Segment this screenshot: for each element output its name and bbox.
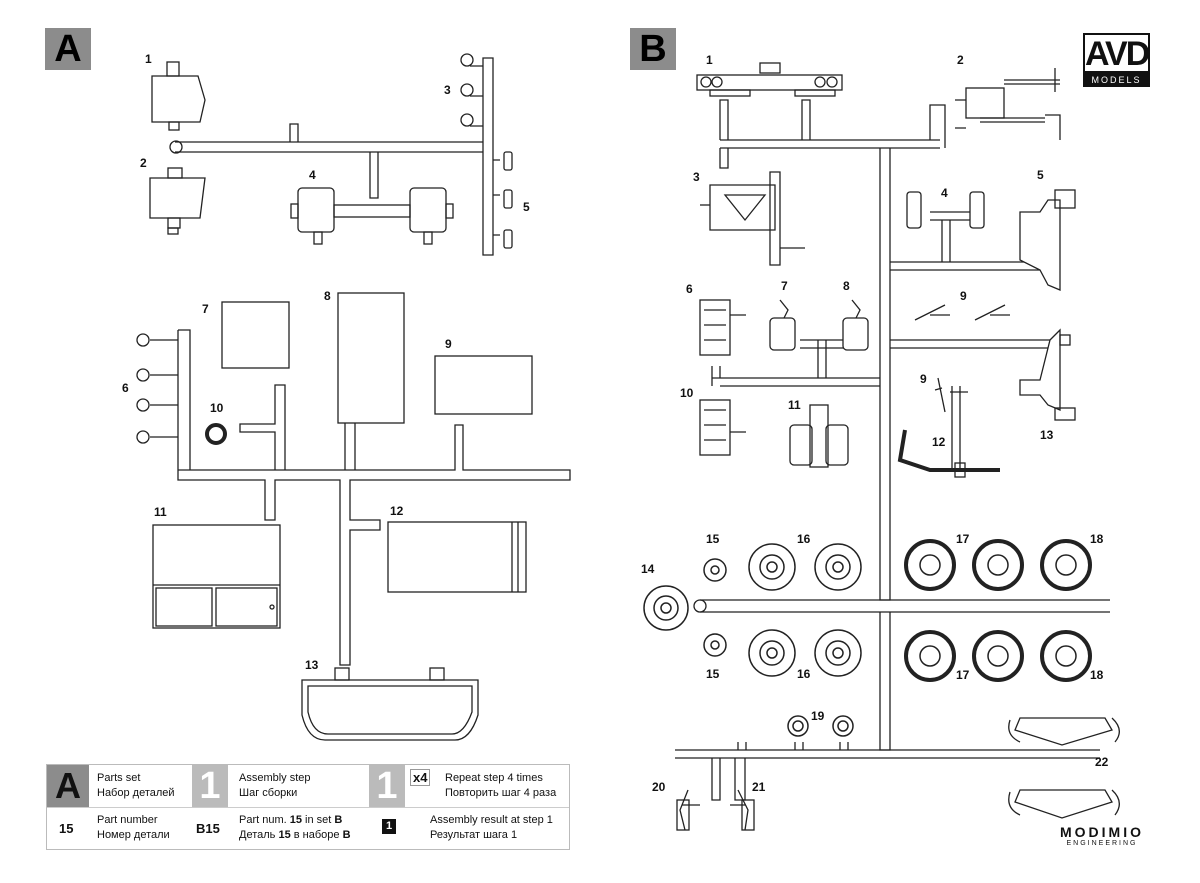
sprue-b-label: B	[630, 28, 676, 70]
legend-divider	[47, 807, 569, 808]
part-label-b16-top: 16	[797, 532, 811, 546]
legend-part-ru: Номер детали	[97, 829, 170, 841]
modimio-logo-text: MODIMIO	[1060, 824, 1144, 840]
part-label-b8: 8	[843, 279, 850, 293]
avd-logo-subtext: MODELS	[1083, 73, 1150, 87]
part-label-a9: 9	[445, 337, 452, 351]
part-label-b16-bottom: 16	[797, 667, 811, 681]
part-label-b5: 5	[1037, 168, 1044, 182]
part-label-a1: 1	[145, 52, 152, 66]
legend-repeat-box: 1	[369, 765, 405, 807]
legend-repeat-count: x4	[410, 769, 431, 786]
part-label-b13: 13	[1040, 428, 1054, 442]
part-label-a3: 3	[444, 83, 451, 97]
avd-models-logo: AVD MODELS	[1083, 33, 1150, 87]
legend-assembly-ru: Шаг сборки	[239, 787, 298, 799]
sprue-a-label: A	[45, 28, 91, 70]
legend-result-box: 1	[382, 819, 396, 834]
legend-assembly-en: Assembly step	[239, 772, 311, 784]
part-label-b18-bottom: 18	[1090, 668, 1104, 682]
part-label-b1: 1	[706, 53, 713, 67]
part-label-b15-bottom: 15	[706, 667, 720, 681]
legend-set-ref-en: Part num. 15 in set B	[239, 814, 343, 826]
modimio-logo-subtext: ENGINEERING	[1066, 840, 1138, 847]
part-label-b17-bottom: 17	[956, 668, 970, 682]
part-label-b21: 21	[752, 780, 766, 794]
sprue-a-parts	[136, 53, 533, 741]
part-label-b6: 6	[686, 282, 693, 296]
part-label-a13: 13	[305, 658, 319, 672]
part-label-a11: 11	[154, 505, 167, 519]
sprue-b-parts	[643, 62, 1120, 831]
part-label-a8: 8	[324, 289, 331, 303]
legend-step-box: 1	[192, 765, 228, 807]
part-label-b12: 12	[932, 435, 946, 449]
legend-set-letter: A	[47, 765, 89, 807]
legend-set-ref-ru: Деталь 15 в наборе B	[239, 829, 351, 841]
part-label-a10: 10	[210, 401, 224, 415]
part-label-b15-top: 15	[706, 532, 720, 546]
part-label-b14: 14	[641, 562, 655, 576]
legend-part-number-sample: 15	[59, 821, 74, 836]
legend-part-en: Part number	[97, 814, 158, 826]
legend-repeat-ru: Повторить шаг 4 раза	[445, 787, 557, 799]
part-label-b20: 20	[652, 780, 666, 794]
legend-result-en: Assembly result at step 1	[430, 814, 553, 826]
part-label-a7: 7	[202, 302, 209, 316]
part-label-b7: 7	[781, 279, 788, 293]
legend-table: A Parts set Набор деталей 1 Assembly ste…	[46, 764, 570, 850]
part-label-a4: 4	[309, 168, 316, 182]
part-label-b17-top: 17	[956, 532, 970, 546]
part-label-b3: 3	[693, 170, 700, 184]
part-label-b9-top: 9	[960, 289, 967, 303]
sprue-a-frame	[150, 57, 571, 666]
part-label-a2: 2	[140, 156, 147, 170]
modimio-logo: MODIMIO ENGINEERING	[1052, 824, 1152, 847]
part-label-a6: 6	[122, 381, 129, 395]
part-label-b9-bottom: 9	[920, 372, 927, 386]
legend-parts-set-en: Parts set	[97, 772, 141, 784]
part-label-a12: 12	[390, 504, 404, 518]
legend-parts-set-ru: Набор деталей	[97, 787, 175, 799]
legend-repeat-en: Repeat step 4 times	[445, 772, 543, 784]
part-label-b4: 4	[941, 186, 948, 200]
part-label-a5: 5	[523, 200, 530, 214]
avd-logo-text: AVD	[1083, 33, 1150, 73]
part-label-b22: 22	[1095, 755, 1109, 769]
part-label-b19: 19	[811, 709, 825, 723]
part-label-b10: 10	[680, 386, 694, 400]
legend-result-ru: Результат шага 1	[430, 829, 518, 841]
part-label-b18-top: 18	[1090, 532, 1104, 546]
legend-set-ref: B15	[196, 821, 220, 836]
part-label-b11: 11	[788, 398, 801, 412]
part-label-b2: 2	[957, 53, 964, 67]
